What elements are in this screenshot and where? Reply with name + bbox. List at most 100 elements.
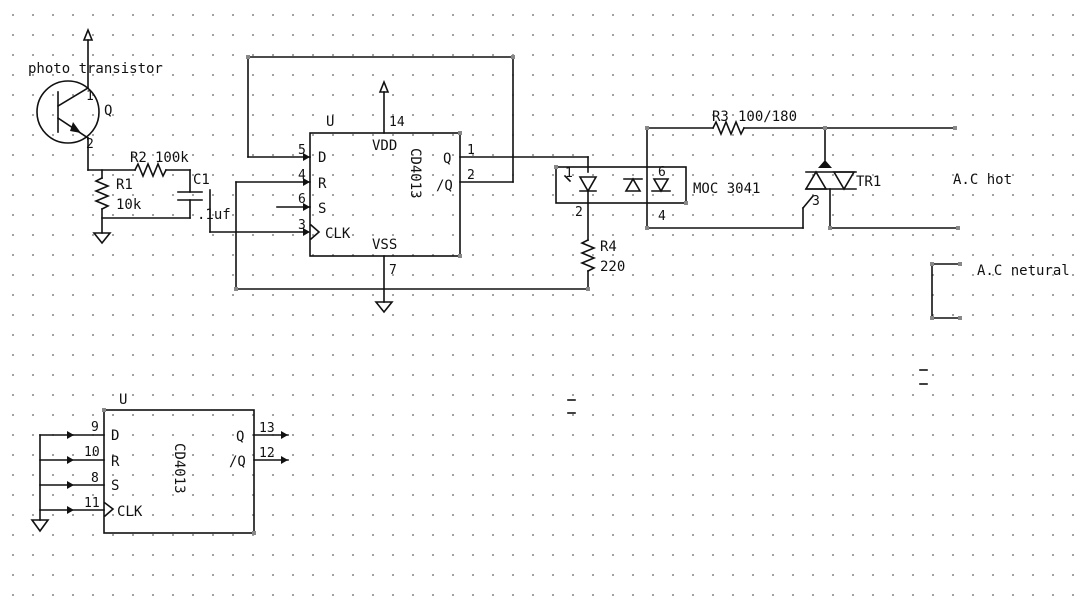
vdd-arrow-icon: [82, 27, 94, 41]
c1-ref: C1: [193, 172, 210, 188]
u2-pinnum-q: 13: [259, 421, 275, 436]
u1-pinnum-vdd: 14: [389, 115, 405, 130]
u2-pinnum-s: 8: [91, 471, 99, 486]
u1-pinnum-d: 5: [298, 143, 306, 158]
ac-hot-label: A.C hot: [953, 172, 1012, 188]
triac-gate: [801, 194, 815, 210]
triac-right-icon: [832, 171, 856, 191]
phototransistor-body: [36, 80, 100, 144]
triac-gate-pin: 3: [812, 194, 820, 209]
u2-part: CD4013: [171, 443, 187, 494]
triac-stage[interactable]: R3 100/180 TR1 3 A.C hot A.C netural: [567, 109, 1070, 414]
u1-s-arrow-icon: [303, 203, 310, 211]
u2-clk-triangle: [103, 501, 115, 518]
led-emission-icon: [563, 174, 572, 183]
phototransistor[interactable]: photo transistor Q 1 2: [28, 27, 163, 171]
u2-label-qbar: /Q: [229, 454, 246, 470]
triac-terminal-icon: [818, 160, 832, 168]
opto-pinnum-6: 6: [658, 165, 666, 180]
u1-r-arrow-icon: [303, 178, 310, 186]
phototransistor-label: photo transistor: [28, 61, 163, 77]
r3-resistor[interactable]: [711, 119, 746, 137]
u1-pinnum-clk: 3: [298, 218, 306, 233]
led-icon: [578, 176, 598, 193]
u2-label-r: R: [111, 454, 120, 470]
u1-pinnum-vss: 7: [389, 263, 397, 278]
optocoupler-part: MOC 3041: [693, 181, 760, 197]
u1-ref: U: [326, 114, 334, 130]
u1-d-arrow-icon: [303, 153, 310, 161]
u1-pinnum-qbar: 2: [467, 168, 475, 183]
u1-clk-triangle: [309, 223, 321, 241]
r4-value: 220: [600, 259, 625, 275]
u1-label-r: R: [318, 176, 327, 192]
u1-label-clk: CLK: [325, 226, 351, 242]
u2-label-s: S: [111, 478, 119, 494]
emitter-arrow-icon: [70, 122, 81, 133]
u1-pinnum-q: 1: [467, 143, 475, 158]
optocoupler-body[interactable]: [555, 166, 687, 204]
u2-body[interactable]: [103, 409, 255, 534]
opto-pinnum-4: 4: [658, 209, 666, 224]
r4-ref: R4: [600, 239, 617, 255]
r3-value: 100/180: [738, 109, 797, 125]
u1-clk-arrow-icon: [303, 228, 310, 236]
opto-pinnum-2: 2: [575, 205, 583, 220]
diac-right-icon: [652, 178, 670, 193]
u2-s-arrow-icon: [67, 481, 74, 489]
u1-label-qbar: /Q: [436, 178, 453, 194]
diac-left-icon: [624, 177, 642, 192]
u1-label-s: S: [318, 201, 326, 217]
u1-pinnum-s: 6: [298, 192, 306, 207]
phototransistor-pin-c: 1: [86, 89, 94, 104]
ac-neutral-label: A.C netural: [977, 263, 1070, 279]
r2-resistor[interactable]: [133, 161, 168, 179]
r1-ref: R1: [116, 177, 133, 193]
u1-label-vdd: VDD: [372, 138, 397, 154]
wire-qbar-to-d: [247, 56, 514, 183]
u1-label-vss: VSS: [372, 237, 397, 253]
u2-pinnum-r: 10: [84, 445, 100, 460]
u1-pinnum-r: 4: [298, 168, 306, 183]
triac-left-icon: [804, 170, 828, 190]
u2-qbar-arrow-icon: [281, 456, 288, 464]
u2-ref: U: [119, 392, 127, 408]
phototransistor-collector-lead: [56, 86, 90, 108]
u1-body[interactable]: [309, 132, 461, 257]
triac-ref: TR1: [856, 174, 881, 190]
opto-pinnum-1: 1: [565, 166, 573, 181]
phototransistor-pin-e: 2: [86, 137, 94, 152]
input-network[interactable]: R2 100k R1 10k C1 .1uf: [87, 150, 309, 245]
r2-value: 100k: [155, 150, 189, 166]
u1-cd4013[interactable]: U CD4013 D R S CLK VDD VSS Q /Q 5 4 6 3 …: [234, 55, 589, 314]
ac-neutral-connector[interactable]: [931, 263, 961, 319]
c1-value: .1uf: [197, 207, 231, 223]
u2-pinnum-clk: 11: [84, 496, 100, 511]
u2-pinnum-d: 9: [91, 420, 99, 435]
optocoupler[interactable]: MOC 3041 1 2 6 4: [554, 127, 760, 241]
u2-label-q: Q: [236, 429, 244, 445]
r1-value: 10k: [116, 197, 142, 213]
u2-label-clk: CLK: [117, 504, 143, 520]
u1-label-q: Q: [443, 151, 451, 167]
r3-ref: R3: [712, 109, 729, 125]
r1-resistor[interactable]: [93, 176, 111, 211]
u2-q-arrow-icon: [281, 431, 288, 439]
r2-ref: R2: [130, 150, 147, 166]
u2-label-d: D: [111, 428, 119, 444]
u1-label-d: D: [318, 150, 326, 166]
r4-group[interactable]: R4 220: [579, 238, 625, 291]
u1-ground-icon: [374, 301, 394, 314]
u2-d-arrow-icon: [67, 431, 74, 439]
r4-resistor[interactable]: [579, 238, 597, 273]
u2-pinnum-qbar: 12: [259, 446, 275, 461]
u2-cd4013[interactable]: U CD4013 D R S CLK Q /Q 9 10 8 11 13 12: [30, 392, 289, 535]
phototransistor-ref: Q: [104, 103, 112, 119]
ground-icon: [92, 232, 112, 245]
u2-ground-icon: [30, 519, 50, 533]
u1-vdd-arrow-icon: [378, 79, 390, 93]
u2-clk-arrow-icon: [67, 506, 74, 514]
u2-r-arrow-icon: [67, 456, 74, 464]
